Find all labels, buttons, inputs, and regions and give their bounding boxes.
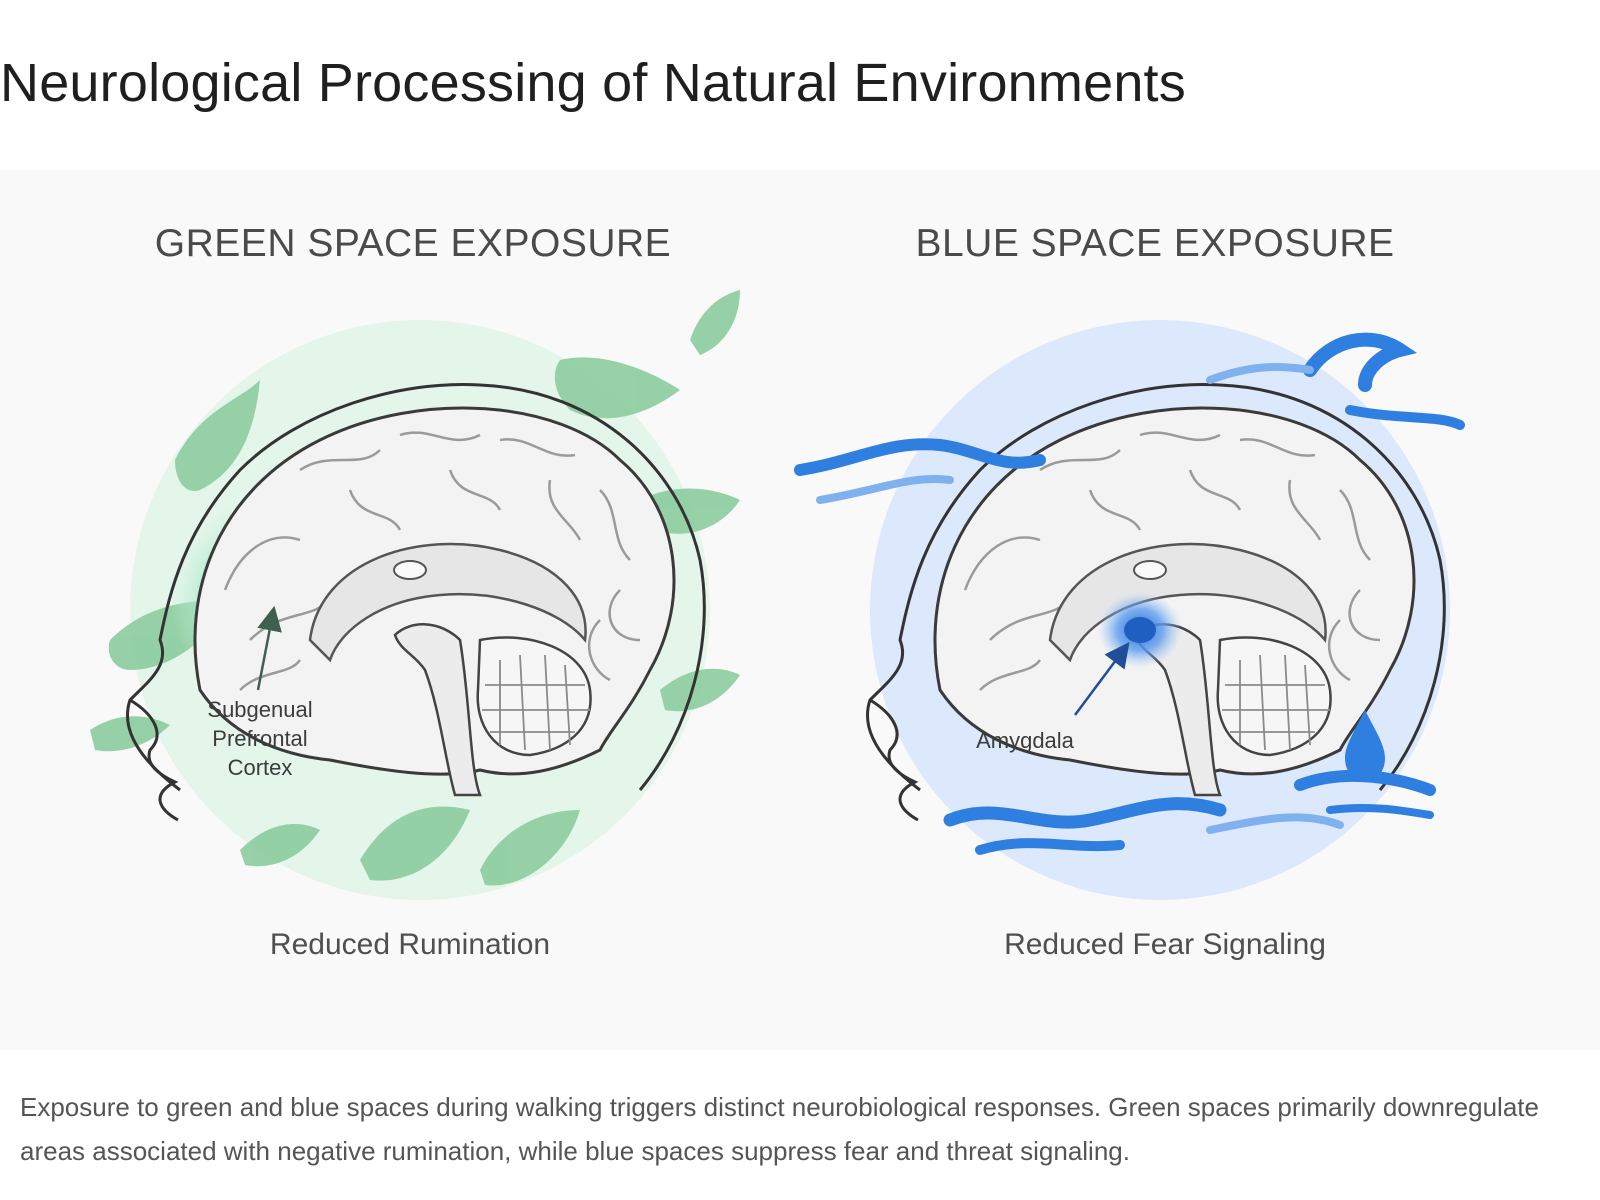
blue-panel-caption: Reduced Fear Signaling: [1004, 928, 1326, 961]
blue-panel-illustration: [794, 320, 1465, 900]
diagram-illustration: [90, 290, 1465, 900]
page-title: Neurological Processing of Natural Envir…: [0, 53, 1186, 113]
amygdala-label: Amygdala: [976, 728, 1074, 753]
figure-description: Exposure to green and blue spaces during…: [20, 1092, 1539, 1166]
blue-panel-heading: BLUE SPACE EXPOSURE: [915, 222, 1395, 265]
green-panel-caption: Reduced Rumination: [269, 928, 551, 961]
green-panel-illustration: [90, 290, 740, 900]
wave-icon: [794, 332, 1465, 855]
green-panel-heading: GREEN SPACE EXPOSURE: [154, 222, 672, 265]
water-drop-icon: [1345, 710, 1385, 782]
amygdala-highlight: [1124, 617, 1156, 643]
subgenual-prefrontal-cortex-label: Subgenual Prefrontal Cortex: [207, 697, 313, 780]
amygdala-pointer-arrow: [1073, 641, 1130, 716]
leaf-icon: [90, 290, 740, 886]
diagram-figure: GREEN SPACE EXPOSURE BLUE SPACE EXPOSURE…: [0, 170, 1600, 1050]
subgenual-pointer-arrow: [256, 605, 282, 691]
